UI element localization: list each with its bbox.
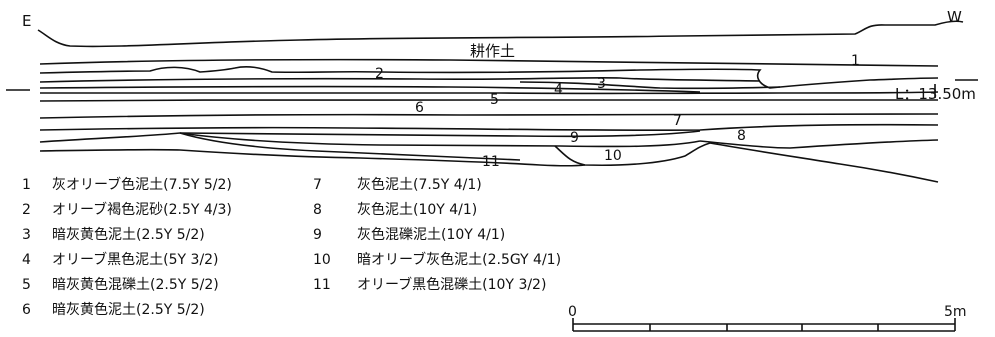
layer-boundary — [39, 85, 701, 93]
layer-boundary — [379, 68, 939, 89]
layer-boundary — [709, 142, 939, 183]
layer-boundary — [39, 113, 939, 119]
layer-number: 6 — [415, 100, 424, 116]
layer-boundary — [179, 132, 701, 148]
plough-soil-label: 耕作土 — [470, 42, 515, 60]
layer-boundary — [39, 123, 939, 132]
layer-boundary — [554, 142, 711, 167]
layer-boundary — [39, 98, 939, 102]
layer-number: 2 — [375, 66, 384, 82]
scale-start-label: 0 — [568, 304, 577, 320]
layer-boundary — [39, 130, 701, 143]
layer-number: 7 — [673, 113, 682, 129]
layer-boundary — [699, 139, 939, 149]
layer-boundary — [39, 58, 939, 67]
east-label: E — [22, 12, 31, 30]
layer-boundary — [519, 81, 781, 90]
layer-number: 9 — [570, 130, 579, 146]
layer-boundary — [39, 91, 939, 95]
layer-number: 8 — [737, 128, 746, 144]
layer-number: 10 — [604, 148, 622, 164]
layer-number: 3 — [597, 76, 606, 92]
layer-boundary — [39, 65, 381, 74]
layer-boundary — [39, 148, 586, 167]
level-label: L：13.50m — [895, 85, 976, 103]
layer-number: 4 — [554, 82, 563, 98]
west-label: W — [947, 8, 962, 26]
layer-number: 5 — [490, 92, 499, 108]
layer-boundary — [39, 76, 761, 83]
ground-surface-line — [37, 20, 964, 48]
scale-bar — [572, 318, 956, 332]
scale-end-label: 5m — [944, 304, 967, 320]
layer-number: 1 — [851, 53, 860, 69]
layer-number: 11 — [482, 154, 500, 170]
layer-boundary — [179, 132, 521, 161]
